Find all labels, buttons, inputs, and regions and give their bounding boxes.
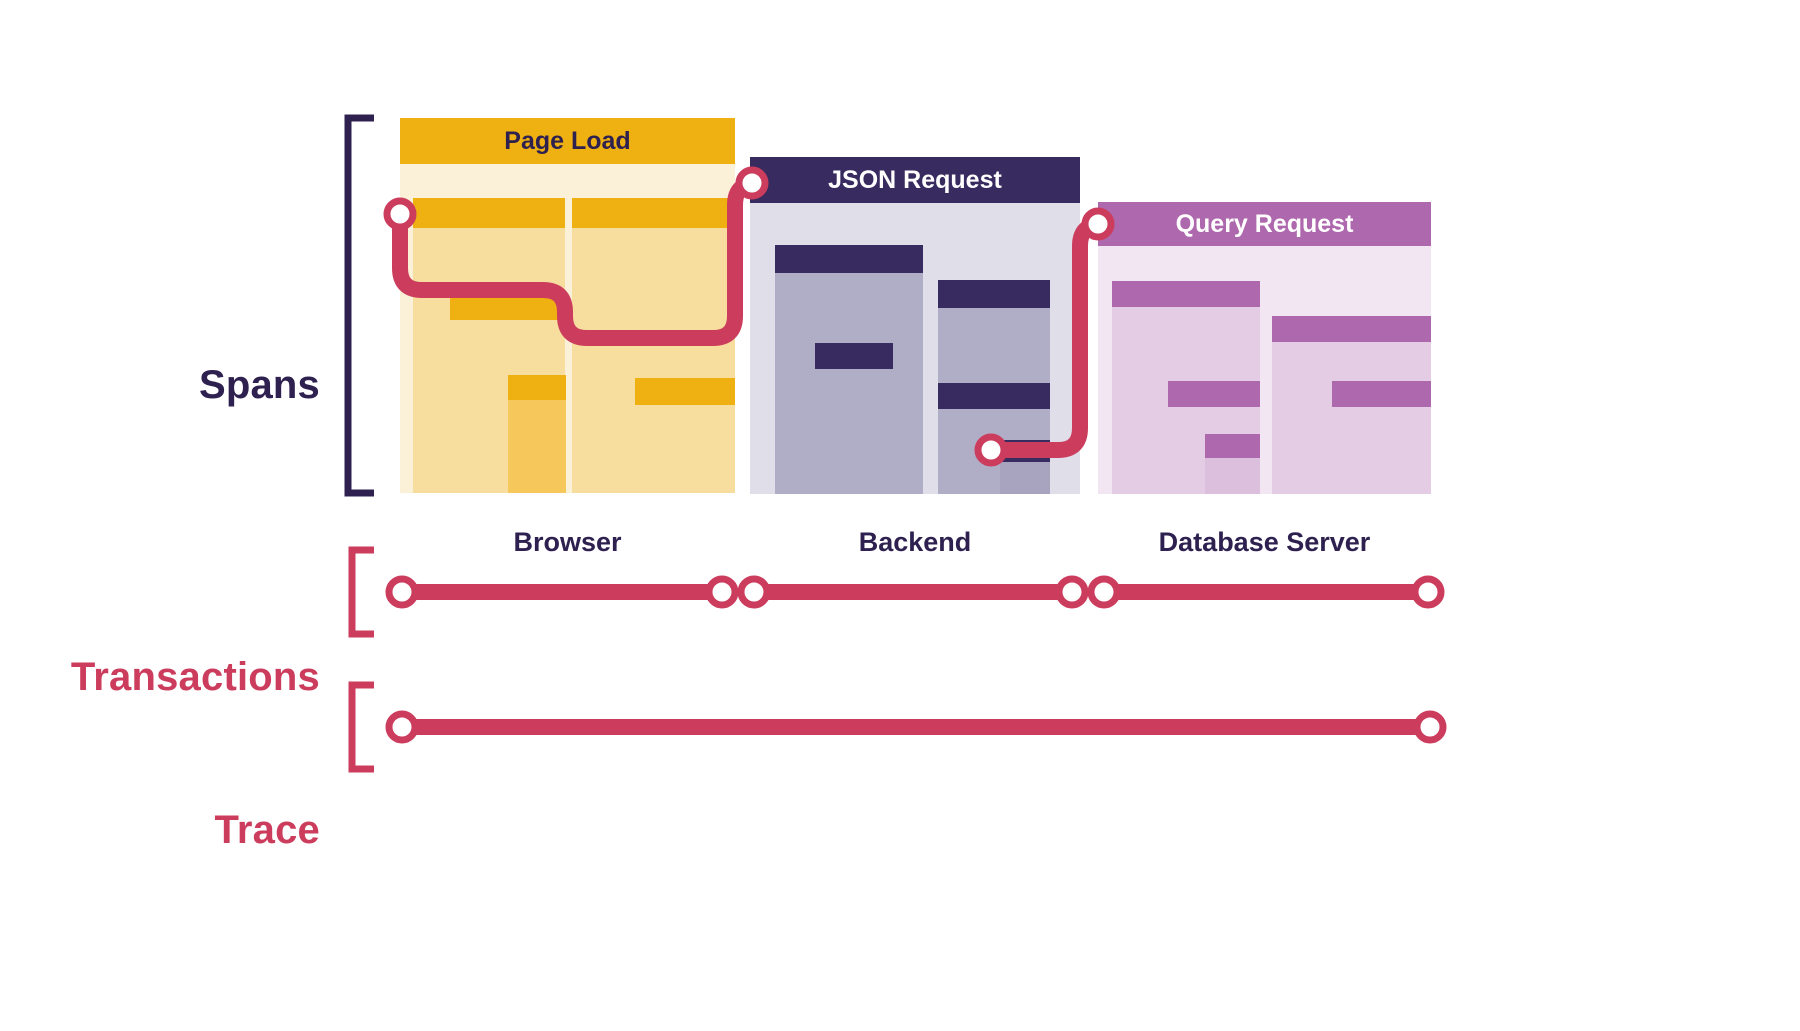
transaction-node-database-transaction-end	[1411, 575, 1445, 609]
axis-label-browser: Browser	[513, 527, 622, 557]
span-bar-header-backend-0	[775, 245, 923, 273]
browser-start-node	[383, 197, 417, 231]
span-bar-header-backend-1	[815, 343, 893, 369]
transaction-node-browser-transaction-end	[705, 575, 739, 609]
transactions-bracket	[348, 546, 374, 638]
span-bar-header-backend-2	[938, 280, 1050, 308]
backend-to-database-node	[1081, 207, 1115, 241]
backend-inner-node	[974, 433, 1008, 467]
span-bar-body-backend-4	[1000, 462, 1050, 494]
transaction-node-backend-transaction-start	[737, 575, 771, 609]
spans-bracket	[344, 114, 374, 497]
trace-node-end	[1413, 710, 1447, 744]
axis-label-database-server: Database Server	[1158, 527, 1371, 557]
group-title-query-request: Query Request	[1175, 209, 1354, 238]
span-bar-body-database-4	[1332, 407, 1431, 494]
row-label-trace: Trace	[214, 808, 320, 852]
span-bar-header-browser-3	[572, 198, 735, 228]
span-bar-header-database-2	[1205, 434, 1260, 458]
transaction-node-backend-transaction-end	[1055, 575, 1089, 609]
span-bar-header-backend-3	[938, 383, 1050, 409]
span-bar-header-database-1	[1168, 381, 1260, 407]
transaction-node-database-transaction-start	[1087, 575, 1121, 609]
span-group-database	[1098, 202, 1431, 494]
row-label-spans: Spans	[198, 363, 320, 407]
axis-label-backend: Backend	[858, 527, 972, 557]
span-group-header-backend	[750, 157, 1080, 203]
span-bar-body-backend-1	[815, 369, 893, 494]
group-title-json-request: JSON Request	[828, 165, 1002, 194]
span-bar-body-database-2	[1205, 458, 1260, 494]
span-bar-body-browser-2	[508, 400, 566, 493]
trace-node-start	[385, 710, 419, 744]
span-group-browser	[400, 118, 735, 493]
span-bar-header-browser-0	[413, 198, 565, 228]
span-group-header-browser	[400, 118, 735, 164]
span-bar-header-browser-4	[635, 378, 735, 405]
span-bar-header-database-3	[1272, 316, 1431, 342]
span-bar-header-database-0	[1112, 281, 1260, 307]
group-title-page-load: Page Load	[504, 126, 631, 155]
span-bar-header-database-4	[1332, 381, 1431, 407]
trace-bracket	[348, 681, 374, 773]
span-bar-body-browser-4	[635, 405, 735, 493]
connector-browser-to-backend	[392, 175, 765, 346]
span-bar-header-browser-2	[508, 375, 566, 400]
row-label-transactions: Transactions	[70, 655, 320, 699]
transaction-node-browser-transaction-start	[385, 575, 419, 609]
browser-to-backend-node	[735, 166, 769, 200]
span-group-header-database	[1098, 202, 1431, 246]
